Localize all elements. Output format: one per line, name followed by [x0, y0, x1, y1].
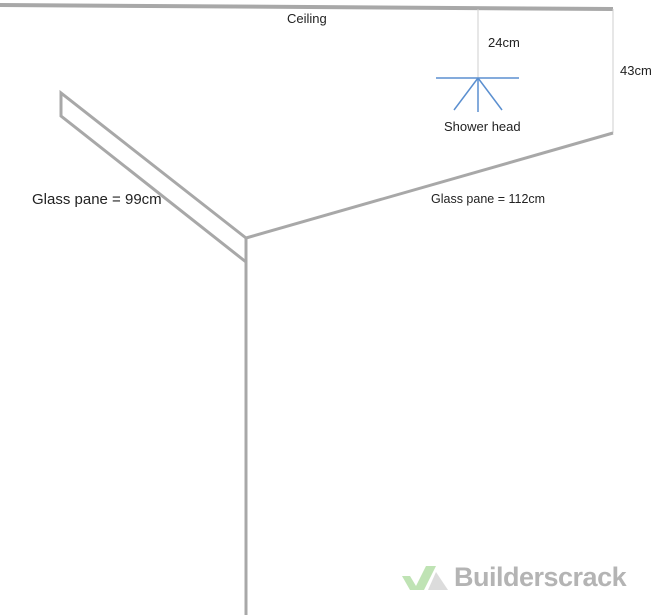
- glass-pane-left: [59, 89, 247, 264]
- ceiling-line: [0, 3, 614, 11]
- glass-pane-right: [245, 131, 614, 240]
- shower-head-label: Shower head: [444, 119, 521, 134]
- shower-head-icon: [436, 77, 519, 112]
- shower-drop-label: 24cm: [488, 35, 520, 50]
- wall-drop-label: 43cm: [620, 63, 651, 78]
- builderscrack-watermark: Builderscrack: [402, 562, 627, 593]
- pane-left-label: Glass pane = 99cm: [32, 191, 162, 208]
- ceiling-label: Ceiling: [287, 11, 327, 26]
- pane-right-label: Glass pane = 112cm: [431, 192, 546, 206]
- watermark-text: Builderscrack: [454, 562, 627, 592]
- builderscrack-logo-icon: [402, 565, 448, 590]
